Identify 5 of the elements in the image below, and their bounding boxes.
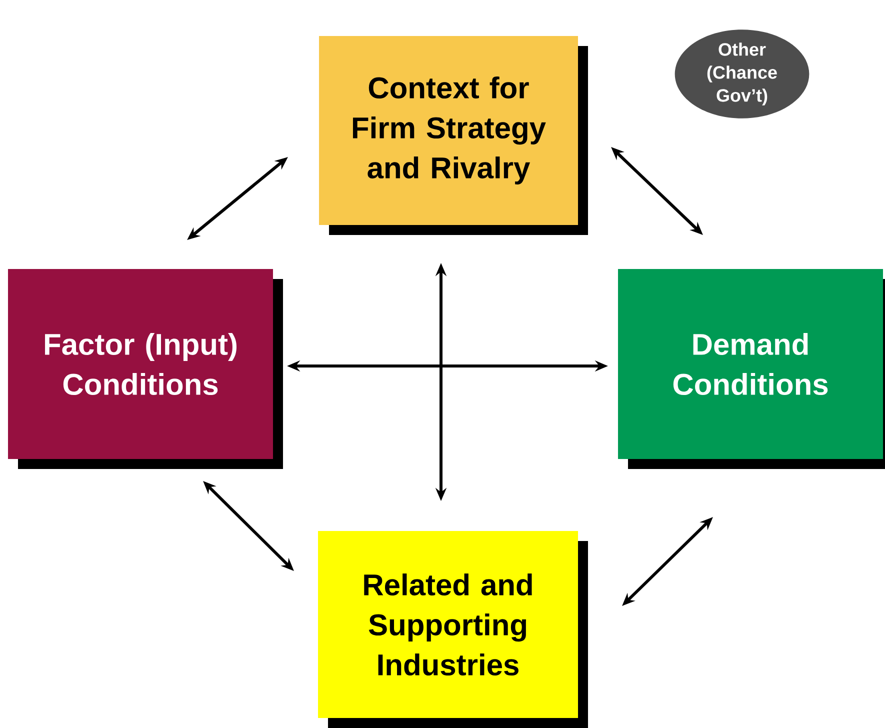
factor-box: Factor (Input) Conditions [8, 269, 283, 469]
factor-box: Demand Conditions [618, 269, 885, 469]
factor-box: Context for Firm Strategy and Rivalry [319, 36, 588, 235]
oval-badge: Other (Chance Gov’t) [674, 30, 810, 118]
factor-box: Related and Supporting Industries [318, 531, 588, 728]
